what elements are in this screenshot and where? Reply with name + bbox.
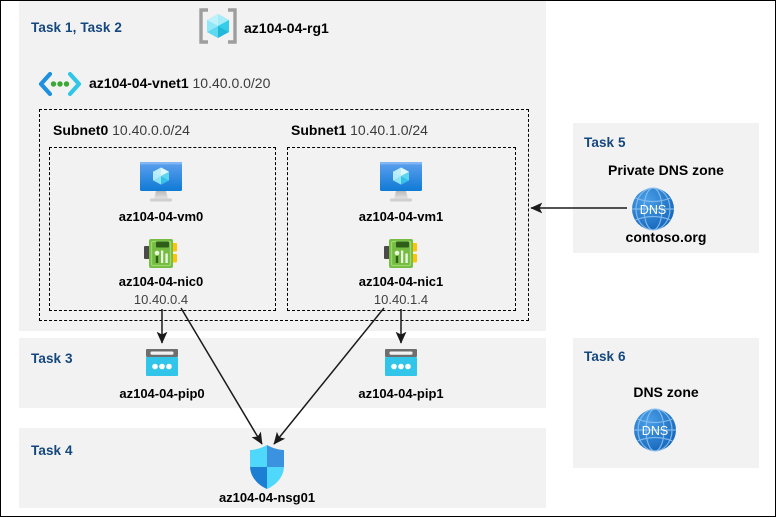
network-interface-icon — [142, 237, 180, 271]
virtual-network-icon — [37, 71, 83, 97]
subnet0-cidr: 10.40.0.0/24 — [112, 122, 190, 138]
svg-text:DNS: DNS — [642, 424, 668, 438]
vm0-name: az104-04-vm0 — [118, 209, 204, 224]
task-label-1-2: Task 1, Task 2 — [31, 20, 122, 35]
dns-zone-icon: DNS — [629, 185, 677, 233]
task-label-3: Task 3 — [31, 351, 73, 366]
pip0-name: az104-04-pip0 — [119, 386, 205, 401]
dns-zone-title: DNS zone — [633, 384, 699, 400]
private-dns-zone-panel — [573, 123, 759, 253]
task-label-6: Task 6 — [584, 349, 626, 364]
network-security-group-icon — [247, 444, 287, 490]
pip1-name: az104-04-pip1 — [358, 386, 444, 401]
virtual-machine-icon — [375, 159, 427, 203]
virtual-machine-icon — [135, 159, 187, 203]
public-ip-address-icon — [382, 347, 420, 379]
dns-zone-icon: DNS — [631, 406, 679, 454]
subnet1-header: Subnet1 10.40.1.0/24 — [291, 122, 428, 138]
resource-group-icon — [197, 7, 239, 45]
vnet-cidr: 10.40.0.0/20 — [192, 75, 271, 91]
vnet-header: az104-04-vnet1 10.40.0.0/20 — [89, 75, 270, 91]
task-label-5: Task 5 — [584, 135, 626, 150]
vnet-name: az104-04-vnet1 — [89, 75, 189, 91]
nsg-name: az104-04-nsg01 — [218, 490, 316, 505]
private-dns-zone-name: contoso.org — [625, 229, 707, 245]
vm1-name: az104-04-vm1 — [358, 209, 444, 224]
resource-group-name: az104-04-rg1 — [244, 20, 329, 36]
private-dns-zone-title: Private DNS zone — [608, 162, 724, 178]
nic1-name: az104-04-nic1 — [358, 274, 444, 289]
subnet0-header: Subnet0 10.40.0.0/24 — [53, 122, 190, 138]
nic1-ip: 10.40.1.4 — [373, 292, 429, 307]
subnet0-name: Subnet0 — [53, 122, 109, 138]
public-ip-address-icon — [143, 347, 181, 379]
subnet1-name: Subnet1 — [291, 122, 347, 138]
subnet1-cidr: 10.40.1.0/24 — [350, 122, 428, 138]
nic0-name: az104-04-nic0 — [118, 274, 204, 289]
svg-text:DNS: DNS — [640, 203, 666, 217]
network-interface-icon — [382, 237, 420, 271]
resource-group-panel — [19, 1, 546, 331]
nic0-ip: 10.40.0.4 — [133, 292, 189, 307]
task-label-4: Task 4 — [31, 443, 73, 458]
